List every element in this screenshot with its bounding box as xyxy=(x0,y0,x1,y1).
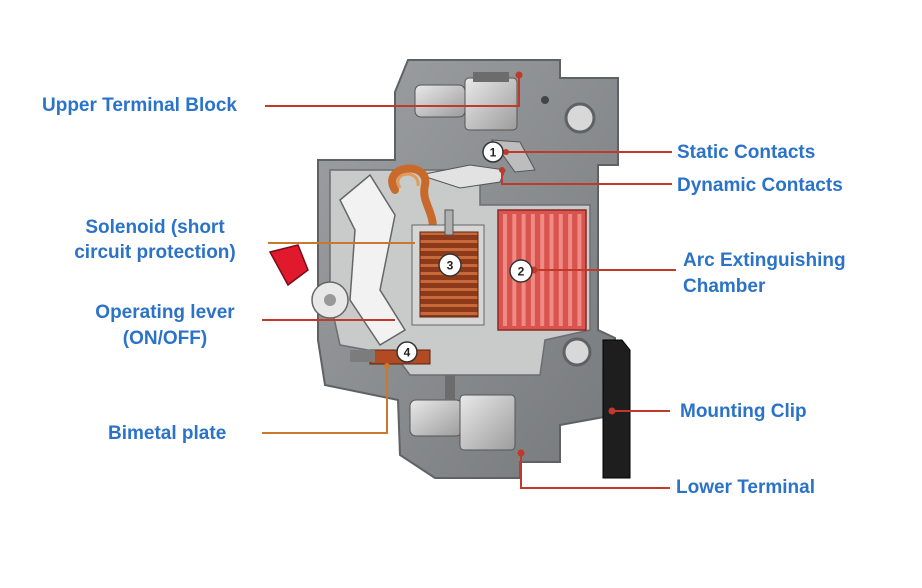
label-solenoid-line1: Solenoid (short xyxy=(85,217,225,238)
marker-4-label: 4 xyxy=(404,346,411,360)
dot-bimetal xyxy=(384,363,390,369)
label-arc-line1: Arc Extinguishing xyxy=(683,250,846,271)
label-lower-terminal: Lower Terminal xyxy=(676,477,816,498)
dot-clip xyxy=(608,407,616,415)
upper-rivet xyxy=(541,96,549,104)
dot-dynamic xyxy=(499,167,505,173)
marker-2: 2 xyxy=(509,259,533,283)
label-operating-lever-line1: Operating lever xyxy=(95,302,235,323)
latch-mechanism xyxy=(339,173,407,347)
lower-terminal-post xyxy=(445,375,455,400)
label-bimetal-plate: Bimetal plate xyxy=(108,423,227,444)
lower-mount-hole xyxy=(562,337,592,367)
lever-pivot-pin xyxy=(324,294,336,306)
marker-2-label: 2 xyxy=(518,265,525,279)
leader-lower-terminal xyxy=(520,453,670,489)
operating-lever-handle xyxy=(268,244,309,287)
upper-terminal-block-part xyxy=(464,77,518,131)
label-solenoid-line2: circuit protection) xyxy=(74,242,236,263)
copper-braid xyxy=(388,164,437,244)
dot-upper-terminal xyxy=(515,71,523,79)
leader-lines xyxy=(262,75,676,489)
lower-terminal-screw xyxy=(409,399,463,437)
label-static-contacts: Static Contacts xyxy=(677,142,816,163)
label-mounting-clip: Mounting Clip xyxy=(680,401,807,422)
marker-3-label: 3 xyxy=(447,259,454,273)
leader-upper-terminal xyxy=(265,75,520,107)
solenoid-plunger xyxy=(444,209,454,236)
mounting-clip-part xyxy=(602,339,631,479)
marker-3: 3 xyxy=(438,253,462,277)
arc-plate xyxy=(503,214,507,326)
upper-mount-hole xyxy=(564,102,596,134)
upper-terminal-top xyxy=(473,72,509,82)
label-upper-terminal-block: Upper Terminal Block xyxy=(42,95,237,116)
label-operating-lever-line2: (ON/OFF) xyxy=(122,328,208,349)
copper-braid-highlight xyxy=(396,172,420,189)
leader-endpoints xyxy=(384,71,616,457)
marker-1: 1 xyxy=(482,141,504,163)
label-arc-line2: Chamber xyxy=(683,276,766,297)
dot-static xyxy=(503,149,509,155)
upper-terminal-screw xyxy=(414,84,466,118)
leader-dynamic-contacts xyxy=(501,170,672,185)
bimetal-mount xyxy=(350,350,375,362)
lower-terminal-block-part xyxy=(459,394,516,451)
marker-1-label: 1 xyxy=(490,146,497,160)
leader-bimetal xyxy=(262,366,388,434)
marker-4: 4 xyxy=(396,341,418,363)
label-dynamic-contacts: Dynamic Contacts xyxy=(677,175,843,196)
dot-lower-terminal xyxy=(517,449,525,457)
